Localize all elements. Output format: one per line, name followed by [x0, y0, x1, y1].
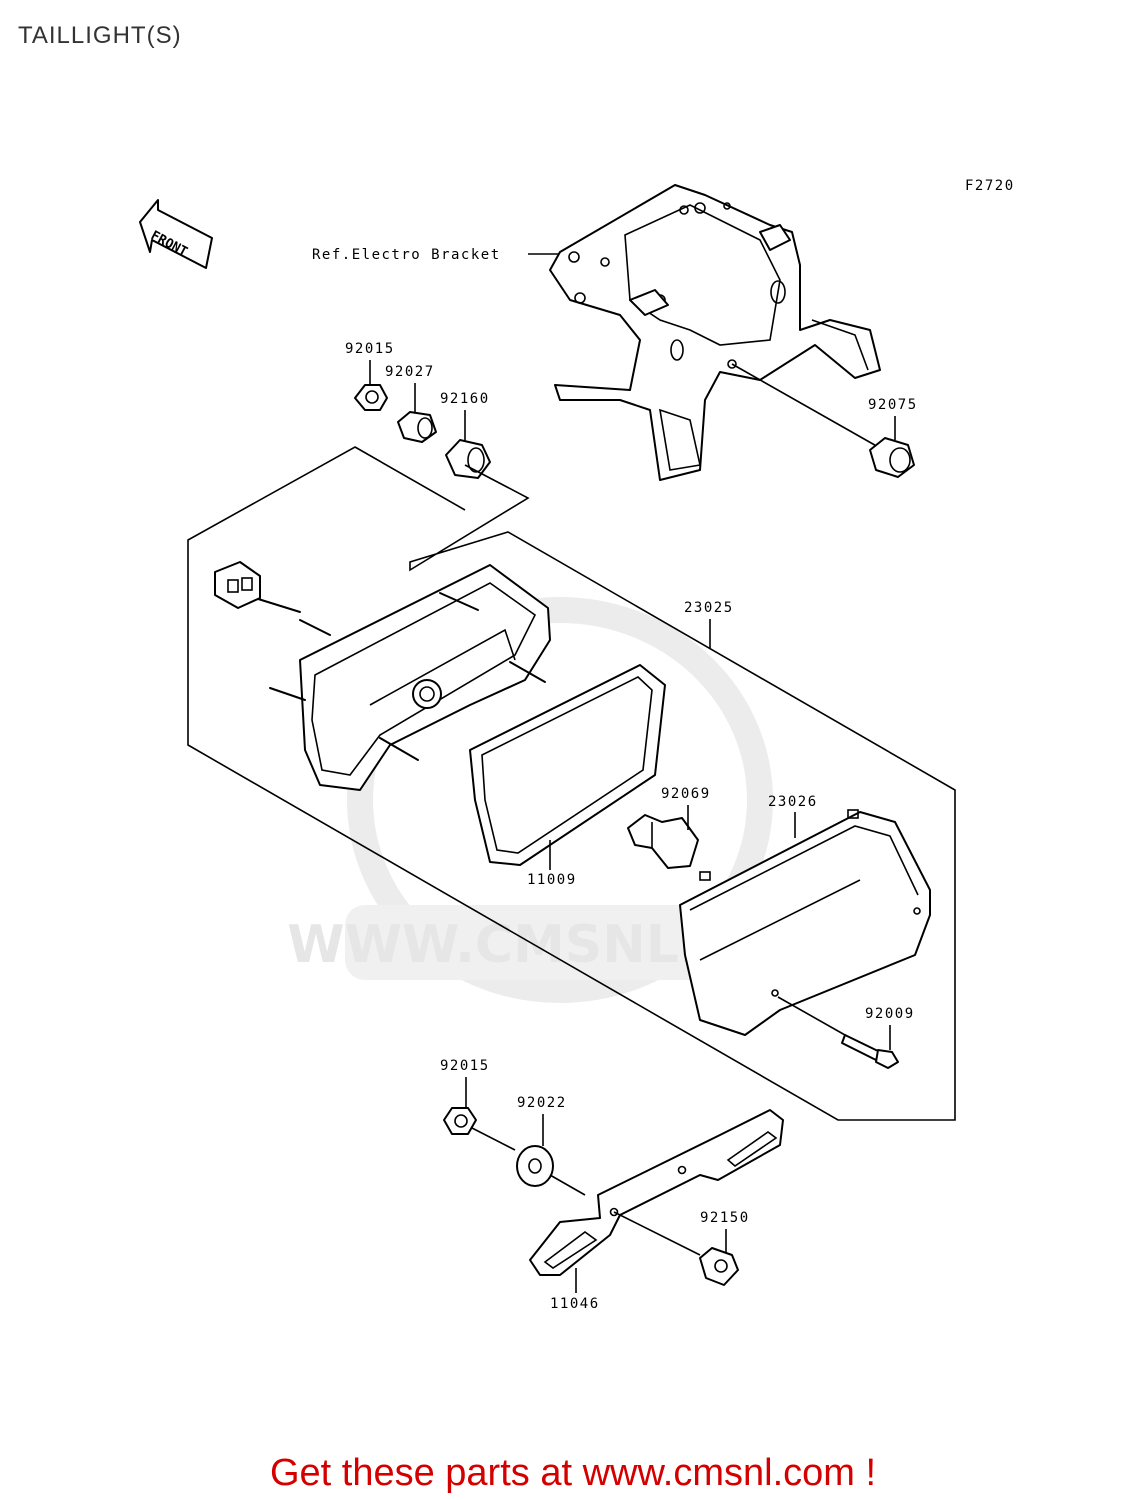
collar-92027	[397, 411, 437, 443]
front-arrow-icon: FRONT	[139, 199, 213, 269]
figure-code: F2720	[965, 178, 1015, 194]
nut-92015-top	[354, 384, 388, 411]
damper-92075	[869, 437, 915, 478]
label-92015-bottom: 92015	[440, 1058, 490, 1074]
label-92069: 92069	[661, 786, 711, 802]
electro-bracket	[549, 184, 881, 481]
label-23025: 23025	[684, 600, 734, 616]
label-92009: 92009	[865, 1006, 915, 1022]
label-11009: 11009	[527, 872, 577, 888]
taillight-housing-23025	[214, 561, 551, 791]
washer-92022	[516, 1145, 554, 1187]
assembly-outline	[187, 446, 956, 1121]
label-92150: 92150	[700, 1210, 750, 1226]
cta-link[interactable]: Get these parts at www.cmsnl.com !	[269, 1452, 877, 1494]
label-92027: 92027	[385, 364, 435, 380]
ref-label: Ref.Electro Bracket	[312, 247, 501, 263]
grommet-92160	[445, 439, 491, 479]
label-92015-top: 92015	[345, 341, 395, 357]
bulb-92069	[627, 814, 699, 869]
page-title: TAILLIGHT(S)	[18, 22, 182, 49]
label-92075: 92075	[868, 397, 918, 413]
label-11046: 11046	[550, 1296, 600, 1312]
label-92160: 92160	[440, 391, 490, 407]
screw-92009	[777, 996, 899, 1069]
lens-23026	[679, 809, 931, 1036]
gasket-11009	[469, 664, 666, 866]
label-92022: 92022	[517, 1095, 567, 1111]
bracket-11046	[529, 1109, 784, 1276]
nut-92015-bottom	[443, 1107, 477, 1135]
label-23026: 23026	[768, 794, 818, 810]
bolt-92150	[613, 1211, 739, 1286]
